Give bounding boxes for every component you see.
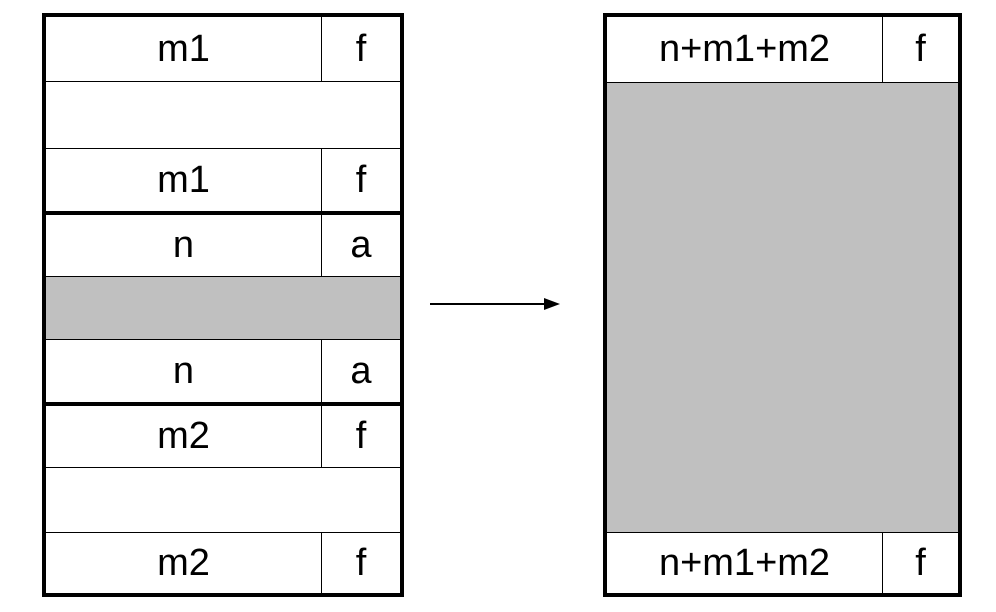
merged-block-footer-divider bbox=[607, 532, 958, 533]
block-3-footer-flag: f bbox=[321, 533, 400, 593]
block-1-header-divider bbox=[46, 81, 400, 82]
block-boundary-2 bbox=[43, 402, 403, 406]
block-2-header-divider bbox=[46, 276, 400, 277]
merged-block-header-size: n+m1+m2 bbox=[658, 28, 831, 70]
block-2-header: n a bbox=[46, 215, 400, 276]
block-3-header-size: m2 bbox=[157, 415, 210, 457]
block-1-payload bbox=[46, 82, 400, 148]
arrow-head bbox=[544, 298, 560, 310]
block-3-header-divider bbox=[46, 467, 400, 468]
block-3-footer: m2 f bbox=[46, 533, 400, 593]
merged-block-footer-size: n+m1+m2 bbox=[658, 541, 831, 584]
merged-block-header: n+m1+m2 f bbox=[607, 17, 958, 82]
block-boundary-1 bbox=[43, 211, 403, 215]
block-2-footer-flag: a bbox=[321, 340, 400, 402]
block-1-header-size: m1 bbox=[157, 27, 210, 70]
block-2-footer: n a bbox=[46, 340, 400, 402]
coalesce-arrow bbox=[430, 298, 560, 310]
block-3-footer-size: m2 bbox=[157, 541, 210, 584]
block-3-header: m2 f bbox=[46, 406, 400, 467]
block-1-footer: m1 f bbox=[46, 149, 400, 212]
block-3-header-flag: f bbox=[321, 406, 400, 467]
block-1-header: m1 f bbox=[46, 17, 400, 81]
left-memory-stack: m1 f m1 f n a n a m2 f m2 f bbox=[42, 13, 404, 597]
merged-block-header-divider bbox=[607, 82, 958, 83]
block-3-footer-divider bbox=[46, 532, 400, 533]
block-1-footer-size: m1 bbox=[157, 159, 210, 201]
merged-block-header-flag: f bbox=[882, 17, 958, 82]
merged-block-footer: n+m1+m2 f bbox=[607, 533, 958, 593]
block-2-footer-size: n bbox=[172, 349, 195, 392]
merged-block-payload bbox=[607, 83, 958, 532]
block-2-header-size: n bbox=[172, 224, 195, 266]
right-memory-stack: n+m1+m2 f n+m1+m2 f bbox=[603, 13, 962, 597]
block-1-header-flag: f bbox=[321, 17, 400, 81]
block-3-payload bbox=[46, 468, 400, 532]
block-2-header-flag: a bbox=[321, 215, 400, 276]
merged-block-footer-flag: f bbox=[882, 533, 958, 593]
block-2-payload bbox=[46, 277, 400, 339]
block-1-footer-flag: f bbox=[321, 149, 400, 212]
block-1-footer-divider bbox=[46, 148, 400, 149]
block-2-footer-divider bbox=[46, 339, 400, 340]
